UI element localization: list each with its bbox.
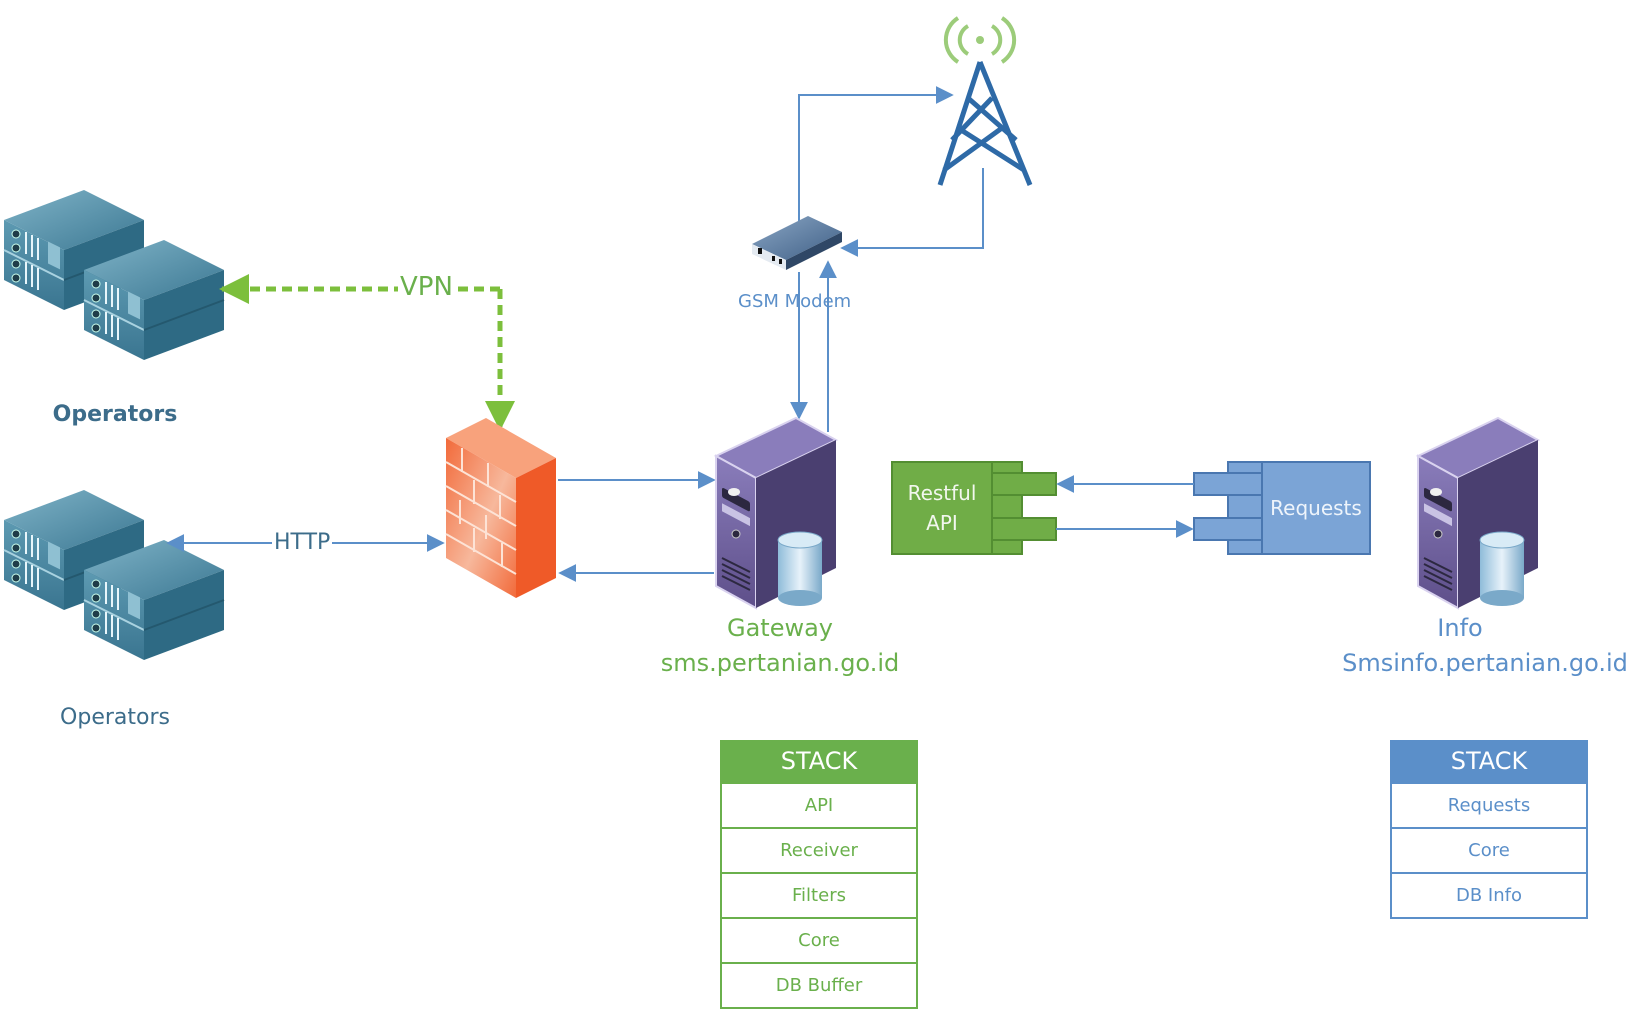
http-label: HTTP (272, 530, 333, 555)
firewall-icon[interactable] (445, 418, 556, 598)
info-stack-title: STACK (1392, 740, 1586, 782)
gateway-host: sms.pertanian.go.id (660, 649, 900, 677)
gateway-stack-title: STACK (722, 740, 916, 782)
gateway-stack-item: Receiver (722, 827, 916, 872)
info-stack: STACK Requests Core DB Info (1390, 740, 1588, 919)
restful-api-label: Restful API (892, 478, 992, 538)
info-title: Info (1437, 614, 1483, 642)
info-stack-item: DB Info (1392, 872, 1586, 917)
vpn-connector (219, 274, 515, 431)
info-stack-item: Requests (1392, 782, 1586, 827)
cell-tower-icon[interactable] (937, 16, 1033, 186)
info-server-icon[interactable] (1417, 417, 1539, 609)
gsm-modem-label: GSM Modem (738, 291, 852, 312)
gateway-stack-item: Core (722, 917, 916, 962)
requests-component[interactable] (1193, 461, 1371, 555)
gateway-stack-item: DB Buffer (722, 962, 916, 1007)
modem-to-tower-connector (798, 86, 954, 224)
vpn-label: VPN (398, 272, 455, 302)
operators-vpn-rack-icon[interactable] (3, 189, 225, 361)
operators-vpn-label: Operators (52, 402, 178, 427)
gateway-stack-item: Filters (722, 872, 916, 917)
restful-api-line1: Restful (907, 481, 977, 505)
gateway-title: Gateway (726, 614, 834, 642)
info-host: Smsinfo.pertanian.go.id (1342, 649, 1628, 677)
gateway-stack: STACK API Receiver Filters Core DB Buffe… (720, 740, 918, 1009)
requests-label: Requests (1270, 496, 1362, 520)
gateway-server-icon[interactable] (715, 417, 837, 609)
info-stack-item: Core (1392, 827, 1586, 872)
tower-to-modem-connector (840, 168, 984, 257)
restful-api-component[interactable] (891, 461, 1057, 555)
gateway-stack-item: API (722, 782, 916, 827)
operators-http-label: Operators (60, 705, 170, 730)
operators-http-rack-icon[interactable] (3, 489, 225, 661)
restful-api-line2: API (926, 511, 958, 535)
gsm-modem-icon[interactable] (752, 216, 842, 270)
